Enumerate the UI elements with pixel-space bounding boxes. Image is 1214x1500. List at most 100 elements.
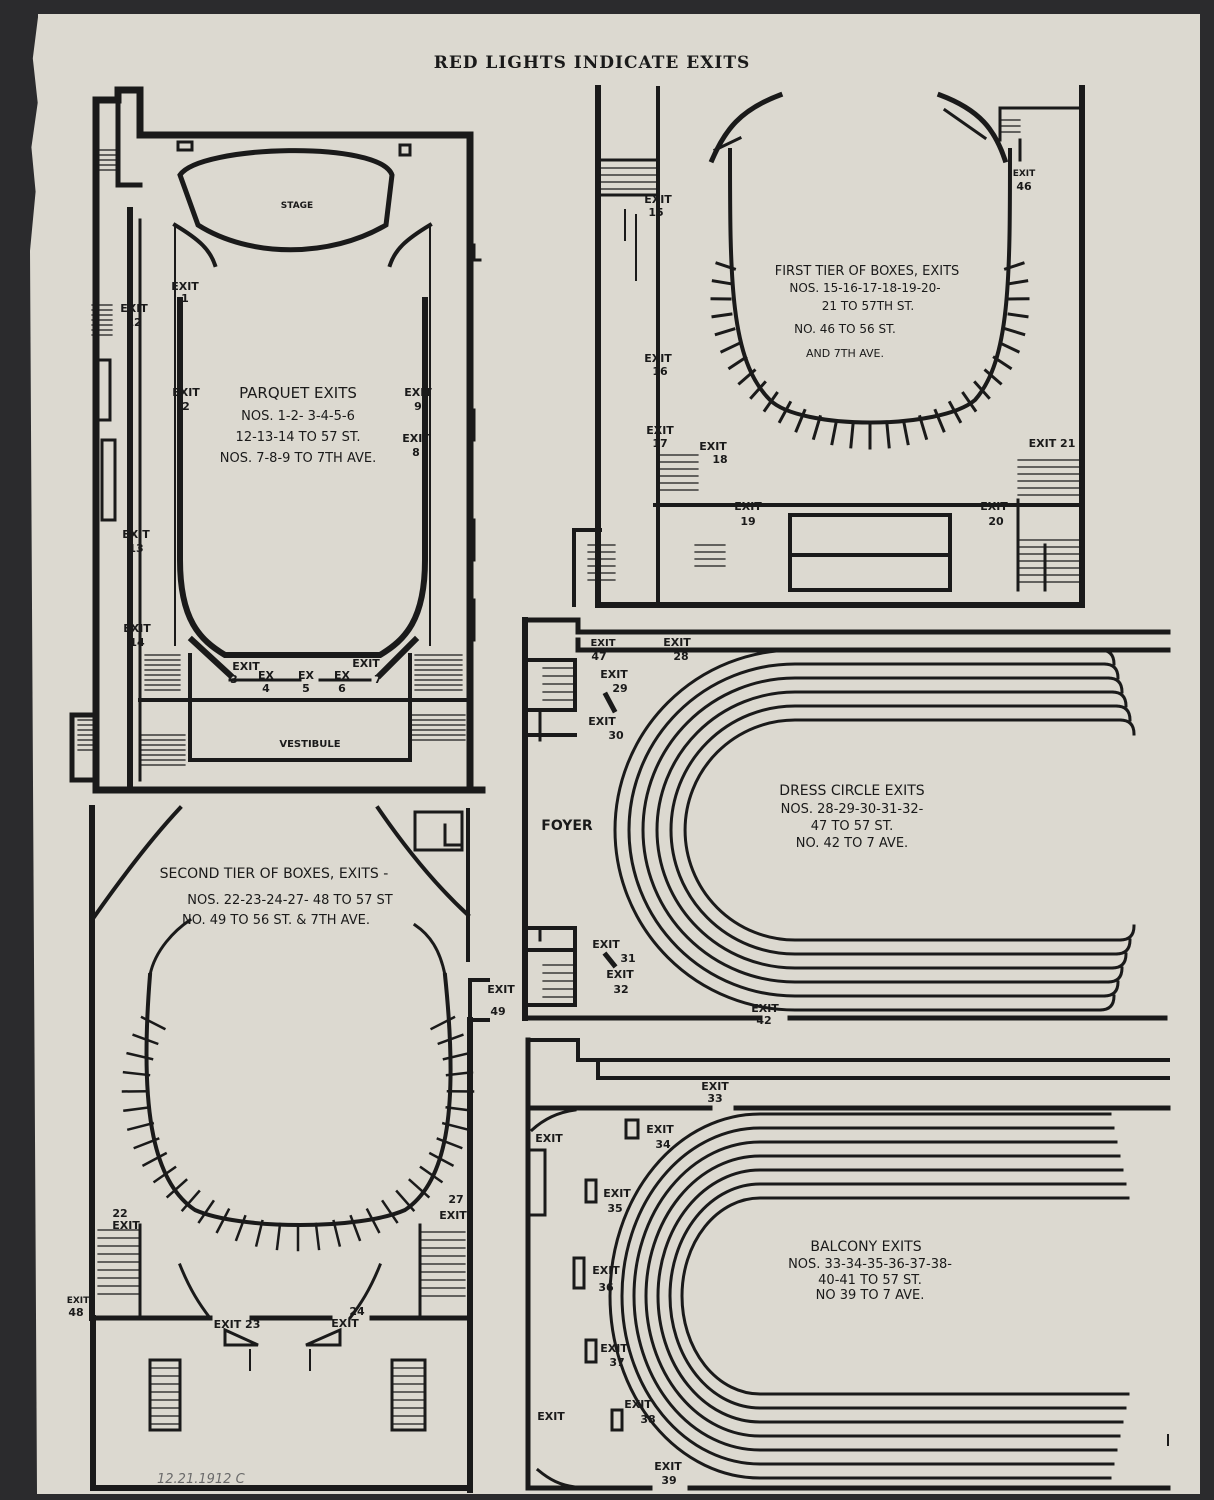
exit-label: EXIT: [352, 657, 380, 670]
exit-label: EXIT: [1013, 169, 1036, 179]
exit-number: 37: [609, 1356, 624, 1369]
box-divider: [122, 1070, 151, 1077]
exit-number: 13: [128, 542, 143, 555]
box-divider: [437, 1033, 464, 1046]
box-divider: [715, 261, 737, 271]
exit-label: EXIT: [487, 983, 515, 996]
seating-track: [644, 1154, 1121, 1438]
box-divider: [275, 1222, 282, 1251]
box-divider: [197, 1199, 215, 1224]
exit-label: EXIT: [402, 432, 430, 445]
exit-number: 49: [490, 1005, 505, 1018]
second-tier-caption-line: NO. 49 TO 56 ST. & 7TH AVE.: [182, 913, 370, 928]
dress-circle-caption-title: DRESS CIRCLE EXITS: [779, 783, 925, 799]
stage-outline: [177, 148, 395, 253]
exit-label: EXIT: [624, 1398, 652, 1411]
program-page: [38, 14, 1200, 1494]
exit-label: EXIT: [646, 1123, 674, 1136]
parquet-caption-line: NOS. 7-8-9 TO 7TH AVE.: [220, 451, 377, 466]
exit-number: 17: [652, 437, 667, 450]
box-divider: [254, 1219, 264, 1247]
exit-label: EXIT: [600, 1342, 628, 1355]
box-divider: [933, 408, 946, 433]
balcony-caption: BALCONY EXITS NOS. 33-34-35-36-37-38- 40…: [788, 1239, 952, 1303]
exit-label: EXIT: [663, 636, 691, 649]
exit-number: 7: [374, 673, 382, 686]
exit-number: 12: [126, 316, 141, 329]
box-divider: [441, 1121, 470, 1132]
exit-number: 22: [112, 1207, 127, 1220]
box-divider: [918, 414, 929, 441]
vestibule-label: VESTIBULE: [279, 739, 340, 750]
box-divider: [992, 355, 1013, 371]
balcony-caption-title: BALCONY EXITS: [810, 1239, 921, 1255]
exit-label: EXIT: [600, 668, 628, 681]
exit-label: EXIT 23: [214, 1318, 261, 1331]
first-tier-caption-line: AND 7TH AVE.: [806, 347, 884, 360]
box-divider: [901, 419, 910, 446]
seating-track: [620, 1126, 1115, 1466]
balcony-caption-line: NO 39 TO 7 AVE.: [816, 1288, 925, 1303]
first-tier-plan: [572, 85, 1085, 608]
first-tier-caption-line: NOS. 15-16-17-18-19-20-: [789, 281, 940, 295]
exit-label: EXIT 21: [1029, 437, 1076, 450]
exit-number: 27: [448, 1193, 463, 1206]
box-divider: [314, 1222, 321, 1251]
parquet-plan: [69, 86, 486, 794]
exit-number: 18: [712, 453, 727, 466]
box-divider: [165, 1178, 188, 1199]
exit-number: 5: [302, 682, 310, 695]
box-divider: [419, 1165, 444, 1184]
box-divider: [215, 1208, 231, 1234]
exit-number: 1: [181, 292, 189, 305]
box-divider: [749, 380, 767, 400]
box-divider: [983, 368, 1003, 386]
exit-number: 29: [612, 682, 627, 695]
box-divider: [885, 422, 891, 449]
box-divider: [737, 368, 757, 386]
dress-circle-caption-line: NOS. 28-29-30-31-32-: [781, 802, 924, 817]
box-divider: [714, 327, 736, 337]
box-divider: [436, 1137, 463, 1150]
exit-label: EX: [334, 669, 351, 682]
box-divider: [1003, 261, 1025, 271]
exit-label: EXIT: [654, 1460, 682, 1473]
exit-number: 20: [988, 515, 1004, 528]
first-tier-caption-line: 21 TO 57TH ST.: [822, 299, 914, 313]
box-divider: [719, 341, 741, 354]
seating-track-end: [1114, 704, 1132, 956]
exit-label: EXIT: [122, 528, 150, 541]
exit-label: EXIT: [172, 386, 200, 399]
foyer-label: FOYER: [541, 818, 593, 834]
box-divider: [762, 391, 779, 413]
seating-track: [683, 718, 1122, 942]
exit-number: 32: [613, 983, 628, 996]
exit-label: EXIT: [535, 1132, 563, 1145]
box-divider: [1007, 279, 1029, 286]
dress-circle-caption: DRESS CIRCLE EXITS NOS. 28-29-30-31-32- …: [779, 783, 925, 851]
box-divider: [445, 1070, 474, 1077]
box-divider: [999, 341, 1021, 354]
second-tier-caption: SECOND TIER OF BOXES, EXITS - NOS. 22-23…: [160, 866, 393, 928]
seating-track: [655, 690, 1114, 970]
box-divider: [133, 1137, 160, 1150]
exit-number: 42: [756, 1014, 771, 1027]
exit-label: EXIT: [232, 660, 260, 673]
second-tier-plan: [89, 805, 490, 1493]
exit-label: EXIT: [120, 302, 148, 315]
exit-number: 15: [648, 206, 663, 219]
seating-track: [669, 704, 1118, 956]
seating-track: [680, 1196, 1130, 1396]
exit-number: 35: [607, 1202, 622, 1215]
seating-track-end: [1098, 648, 1116, 1012]
second-tier-caption-title: SECOND TIER OF BOXES, EXITS -: [160, 866, 389, 882]
exit-label: EXIT: [644, 193, 672, 206]
box-divider: [234, 1214, 247, 1242]
second-tier-horseshoe: [144, 972, 453, 1227]
box-divider: [830, 419, 839, 446]
box-divider: [811, 414, 822, 441]
exit-number: 30: [608, 729, 624, 742]
exit-label: EXIT: [980, 500, 1008, 513]
box-divider: [381, 1199, 399, 1224]
box-divider: [947, 400, 963, 424]
